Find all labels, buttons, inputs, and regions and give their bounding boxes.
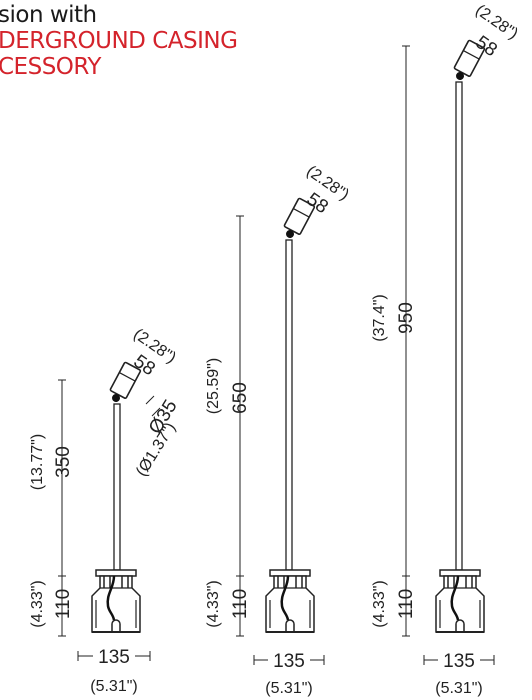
casing-height-label: 110 xyxy=(396,589,417,619)
casing-height-label: 110 xyxy=(53,589,74,619)
base-width-label: 135 xyxy=(443,651,475,672)
base-width-label: 135 xyxy=(98,647,130,668)
casing-height-label: 110 xyxy=(230,589,251,619)
pole xyxy=(455,81,463,571)
base-width-inch-label: (5.31") xyxy=(435,680,482,697)
pole-height-inch-label: (25.59") xyxy=(205,358,222,414)
base-width-label: 135 xyxy=(273,651,305,672)
underground-casing xyxy=(434,568,486,634)
pole xyxy=(285,239,293,571)
underground-casing xyxy=(264,568,316,634)
casing-height-inch-label: (4.33") xyxy=(29,580,46,627)
casing-height-inch-label: (4.33") xyxy=(371,580,388,627)
pole xyxy=(113,403,121,571)
underground-casing xyxy=(90,568,142,634)
variant-650: 650 (25.59") 110 (4.33") 58 (2.28") 135 … xyxy=(205,163,352,697)
heading-line-2: DERGROUND CASING xyxy=(0,28,238,54)
pole-height-inch-label: (13.77") xyxy=(29,434,46,490)
heading: sion with DERGROUND CASING CESSORY xyxy=(0,2,238,80)
heading-line-3: CESSORY xyxy=(0,54,101,80)
base-width-inch-label: (5.31") xyxy=(265,680,312,697)
variant-950: 950 (37.4") 110 (4.33") 58 (2.28") 135 (… xyxy=(371,2,521,697)
pole-height-inch-label: (37.4") xyxy=(371,294,388,341)
casing-height-inch-label: (4.33") xyxy=(205,580,222,627)
variant-350: 350 (13.77") 110 (4.33") 58 (2.28") Ø35 … xyxy=(29,326,182,695)
heading-line-1: sion with xyxy=(0,2,97,28)
pole-height-label: 950 xyxy=(396,302,417,334)
pole-height-label: 650 xyxy=(230,382,251,414)
base-width-inch-label: (5.31") xyxy=(90,678,137,695)
pole-height-label: 350 xyxy=(53,446,74,478)
